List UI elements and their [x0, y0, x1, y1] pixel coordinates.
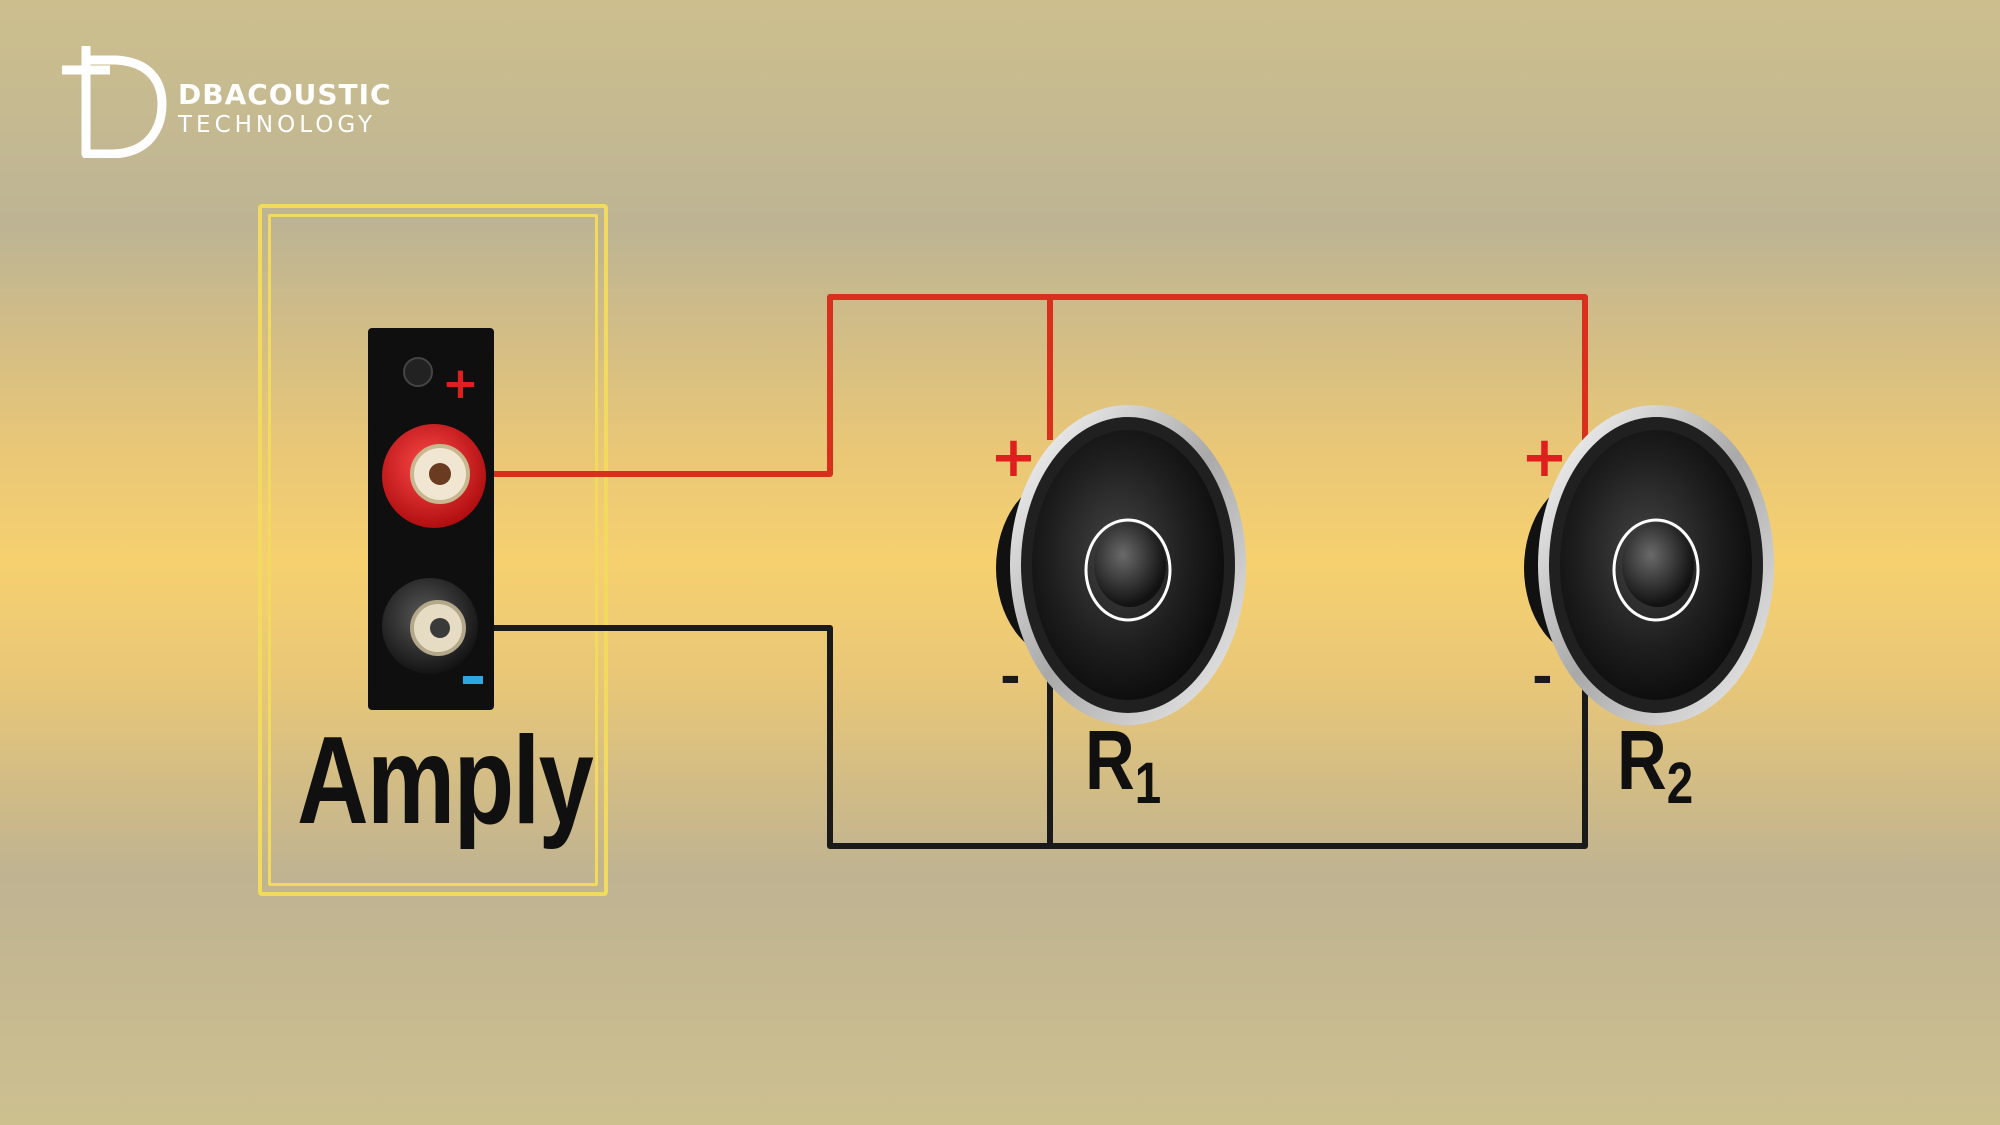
speaker-r2-negative-sign: -: [1532, 648, 1553, 706]
speaker-r1-letter: R: [1085, 713, 1135, 807]
negative-marker-icon: [463, 676, 483, 684]
speaker-r1-positive-sign: +: [990, 425, 1037, 490]
speaker-r2-subscript: 2: [1666, 751, 1694, 816]
speaker-r1-negative-sign: -: [1000, 648, 1021, 706]
amp-positive-sign: +: [442, 358, 479, 409]
amplifier-frame: [258, 204, 608, 896]
speaker-r2-icon: [1524, 405, 1774, 725]
brand-name: DBACOUSTIC: [178, 78, 392, 111]
speaker-r2-positive-sign: +: [1521, 425, 1568, 490]
amplifier-label: Amply: [297, 712, 594, 850]
amplifier-terminal-panel: [368, 328, 494, 710]
brand-subtitle: TECHNOLOGY: [178, 112, 377, 138]
speaker-r2-letter: R: [1617, 713, 1667, 807]
screw-icon: [403, 357, 433, 387]
speaker-r1-label: R1: [1085, 712, 1161, 817]
speaker-r1-subscript: 1: [1134, 751, 1162, 816]
brand-logo: [58, 38, 398, 158]
d-plus-logo-icon: [62, 46, 167, 158]
speaker-r1-icon: [996, 405, 1246, 725]
negative-terminal-icon: [382, 578, 478, 674]
positive-wire: [440, 294, 1588, 477]
speaker-r2-label: R2: [1617, 712, 1693, 817]
positive-terminal-icon: [382, 424, 486, 528]
